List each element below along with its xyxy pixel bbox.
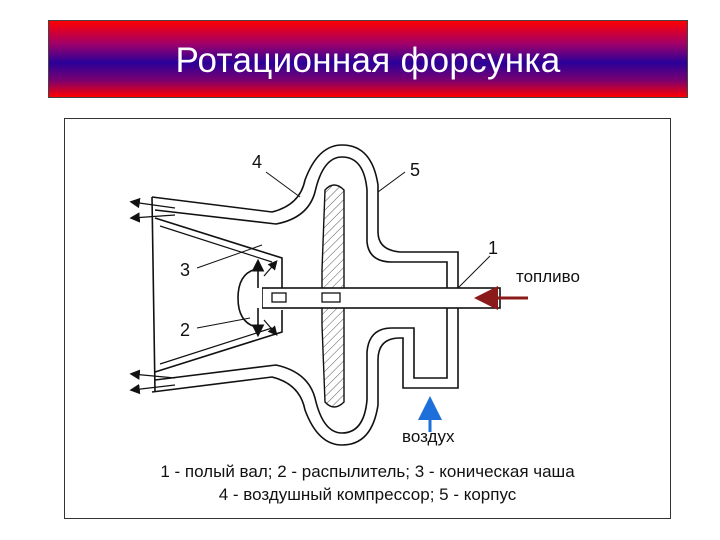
sprayer bbox=[237, 267, 263, 329]
label-2: 2 bbox=[180, 320, 190, 340]
housing-lower-inner bbox=[154, 300, 448, 434]
conical-cup-lower-inner bbox=[159, 327, 273, 365]
sprayer-jet-up bbox=[263, 260, 278, 277]
conical-cup-lower bbox=[154, 310, 283, 373]
hollow-shaft bbox=[261, 287, 501, 309]
leader-1 bbox=[457, 255, 491, 289]
leader-5 bbox=[377, 171, 406, 193]
label-4: 4 bbox=[252, 152, 262, 172]
leader-3 bbox=[196, 244, 263, 269]
label-air: воздух bbox=[402, 427, 455, 446]
label-5: 5 bbox=[410, 160, 420, 180]
label-3: 3 bbox=[180, 260, 190, 280]
leader-4 bbox=[265, 171, 301, 198]
diagram-legend: 1 - полый вал; 2 - распылитель; 3 - кони… bbox=[64, 460, 671, 506]
title-bar: Ротационная форсунка bbox=[48, 20, 688, 98]
housing-upper-inner bbox=[154, 156, 448, 290]
spray-arrow-4 bbox=[129, 383, 176, 395]
leader-2 bbox=[196, 317, 251, 329]
spray-arrow-1 bbox=[129, 197, 176, 209]
legend-line-2: 4 - воздушный компрессор; 5 - корпус bbox=[218, 485, 517, 504]
label-fuel: топливо bbox=[516, 267, 580, 286]
figure-frame bbox=[64, 118, 671, 519]
housing-lower-outer bbox=[151, 300, 459, 446]
spray-arrow-2 bbox=[129, 212, 176, 223]
label-1: 1 bbox=[488, 238, 498, 258]
cup-front-edge bbox=[151, 196, 156, 393]
conical-cup-upper bbox=[154, 217, 283, 290]
shaft-port-left bbox=[271, 292, 287, 303]
legend-line-1: 1 - полый вал; 2 - распылитель; 3 - кони… bbox=[160, 462, 575, 481]
housing-upper-outer bbox=[151, 144, 459, 290]
sprayer-jet-down bbox=[263, 319, 278, 336]
shaft-port-right bbox=[321, 292, 341, 303]
conical-cup-upper-inner bbox=[159, 225, 273, 263]
slide-title: Ротационная форсунка bbox=[175, 41, 561, 80]
spray-arrow-3 bbox=[129, 369, 176, 380]
